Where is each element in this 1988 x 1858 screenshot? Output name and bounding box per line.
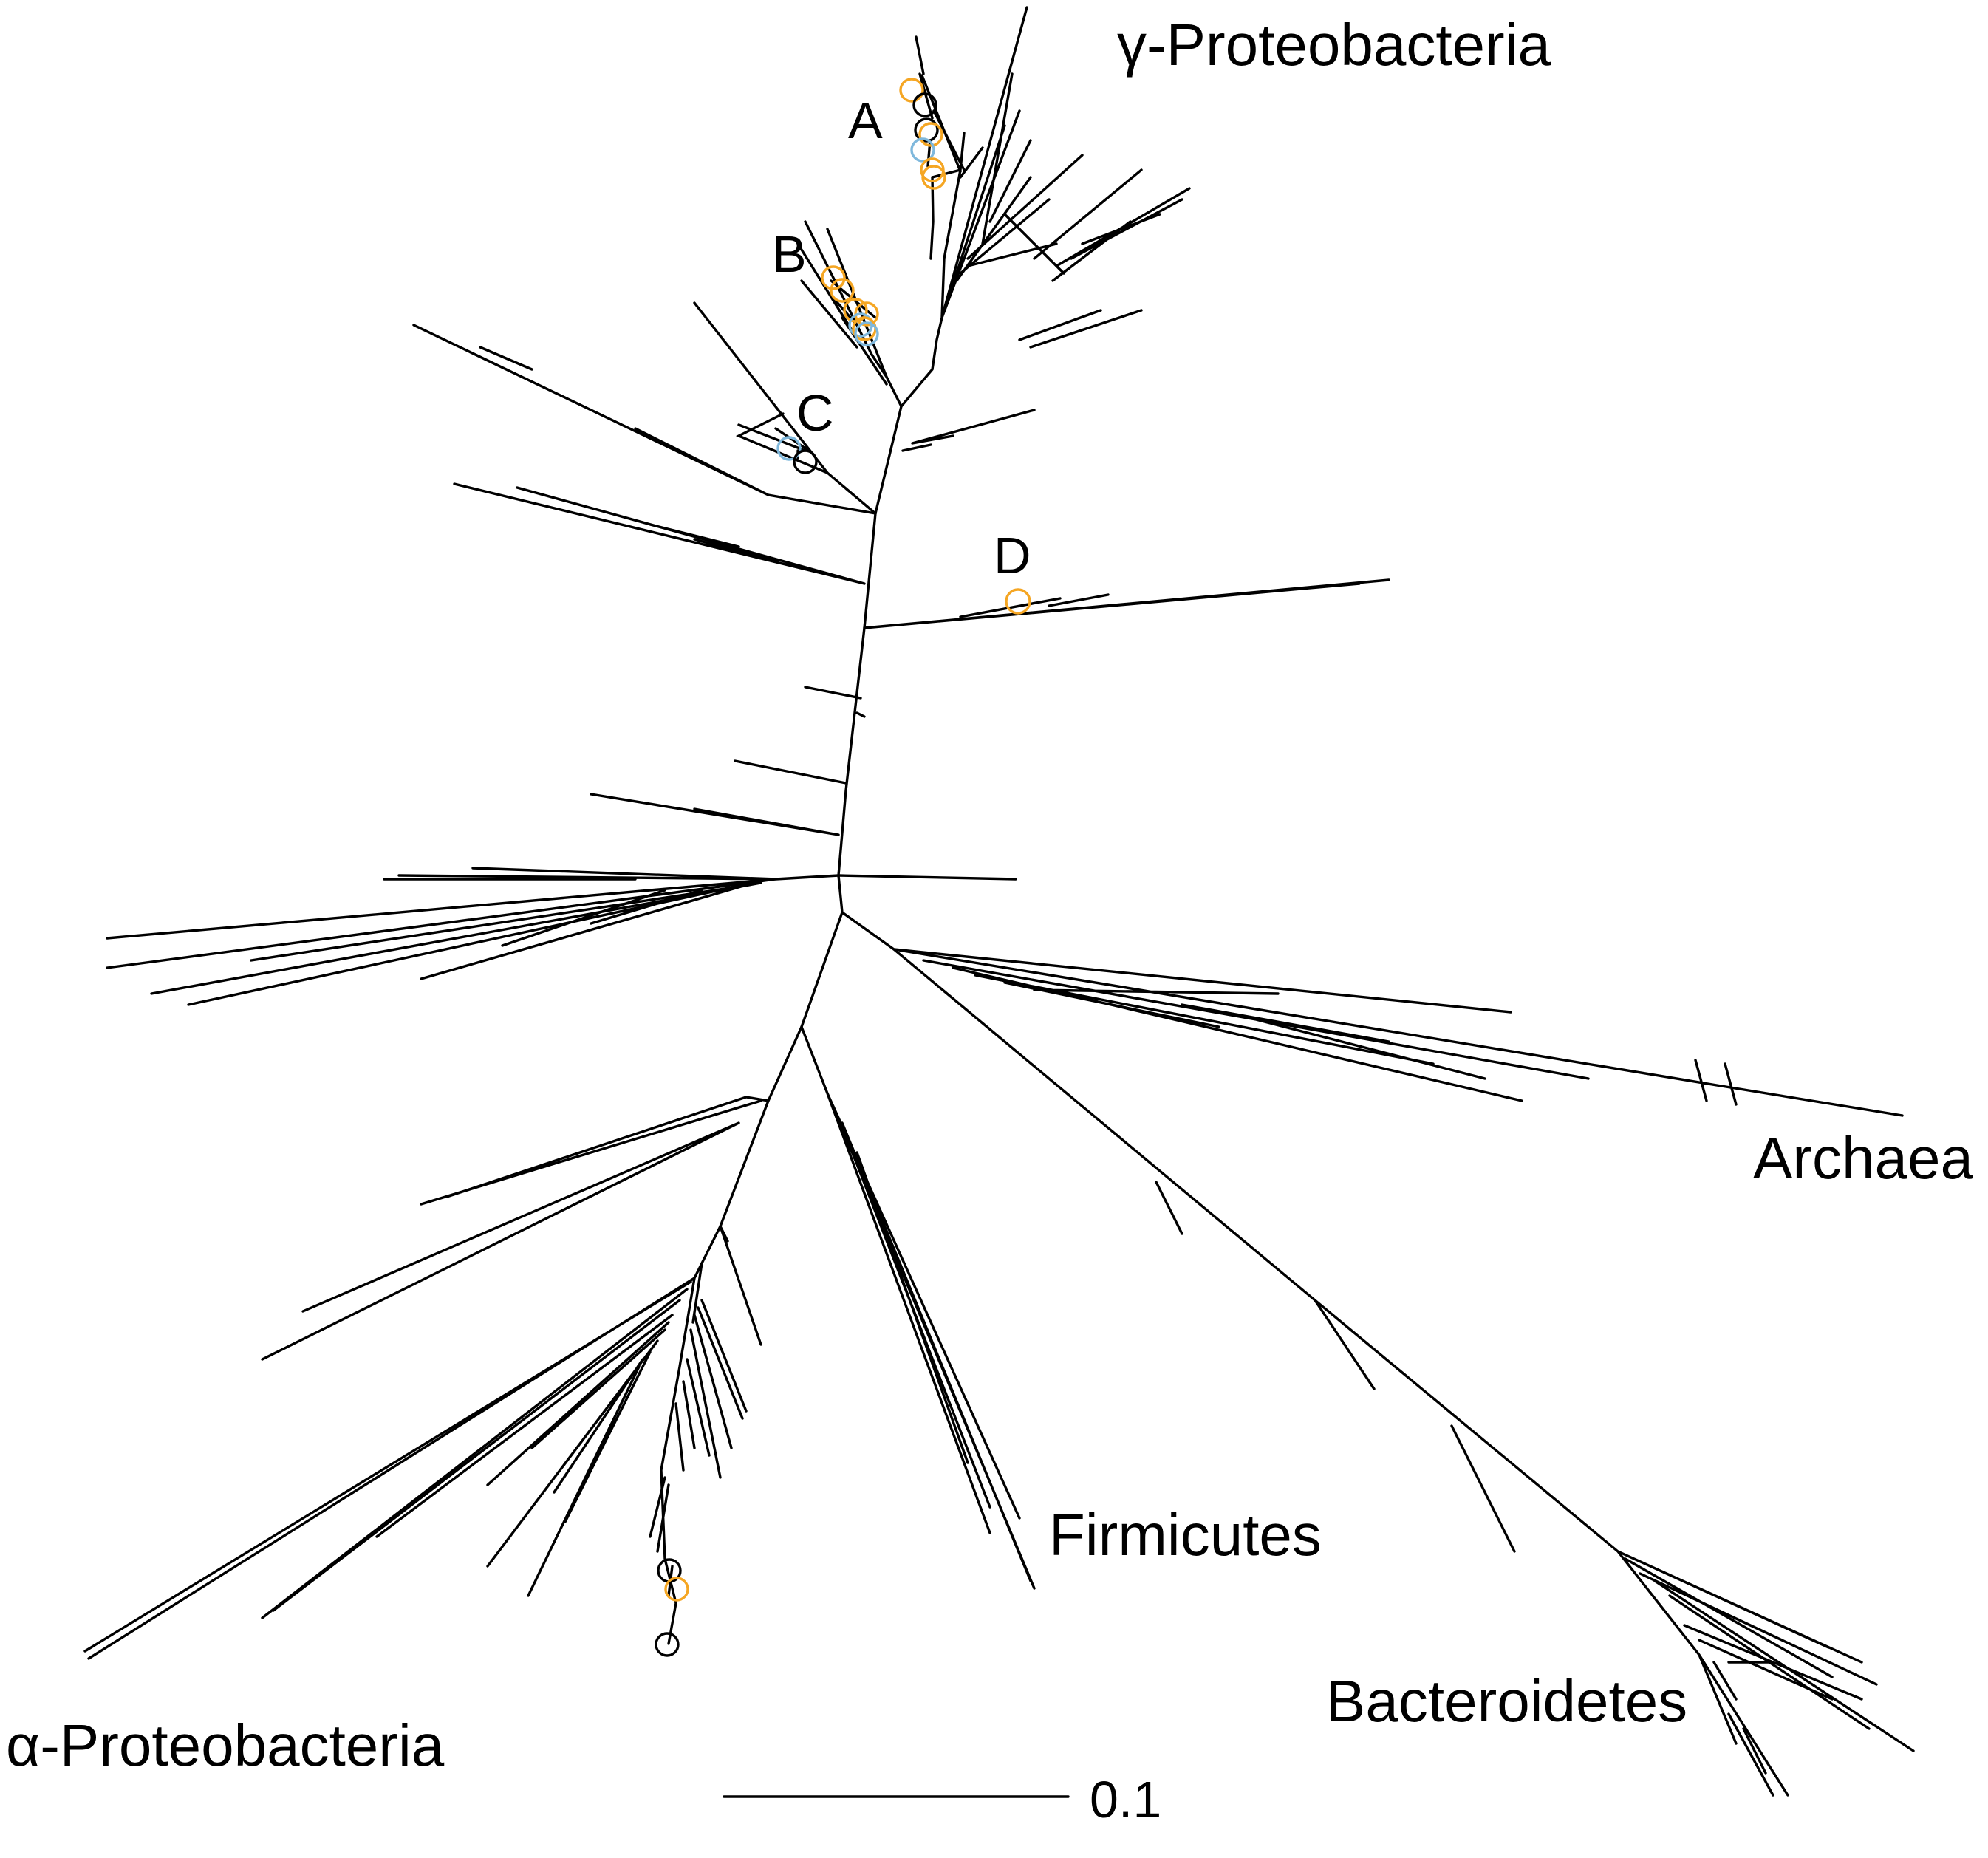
marker-blue — [776, 436, 802, 461]
marker-orange — [830, 278, 855, 303]
marker-blue — [854, 321, 879, 346]
marker-orange — [664, 1577, 689, 1602]
marker-orange — [921, 165, 946, 190]
middle-stubs — [590, 686, 1017, 881]
left-branches — [106, 867, 840, 1006]
group-label-bacteroidetes: Bacteroidetes — [1326, 1668, 1687, 1734]
archaea-branches — [841, 911, 1904, 1117]
marker-black — [914, 117, 939, 143]
marker-black — [655, 1632, 680, 1657]
gamma-clade-branches — [900, 6, 1191, 452]
alpha-branches — [83, 1096, 770, 1660]
scale-bar-label: 0.1 — [1090, 1771, 1161, 1828]
marker-black — [793, 449, 818, 474]
firmicutes-branches — [800, 1025, 1036, 1590]
clade-c-branches — [693, 301, 877, 515]
group-label-gamma-proteobacteria: γ-Proteobacteria — [1117, 12, 1551, 78]
clade-label-d: D — [994, 527, 1031, 584]
marker-orange — [821, 265, 846, 290]
clade-d-branch — [863, 578, 1390, 629]
group-label-firmicutes: Firmicutes — [1049, 1502, 1322, 1568]
marker-orange — [918, 122, 943, 147]
bacteroidetes-branches — [892, 948, 1915, 1797]
clade-label-b: B — [772, 225, 807, 283]
marker-blue — [910, 137, 935, 163]
upper-left-branches — [412, 324, 877, 585]
clade-b-branches — [796, 220, 903, 408]
circle-markers — [655, 78, 1031, 1657]
group-label-archaea: Archaea — [1753, 1125, 1973, 1191]
tree-branches — [83, 6, 1915, 1798]
marker-black — [912, 92, 937, 117]
marker-orange — [899, 78, 924, 103]
marker-orange — [1005, 588, 1031, 615]
group-label-alpha-proteobacteria: α-Proteobacteria — [6, 1712, 445, 1778]
clade-label-a: A — [848, 92, 883, 149]
clade-label-c: C — [796, 384, 834, 442]
